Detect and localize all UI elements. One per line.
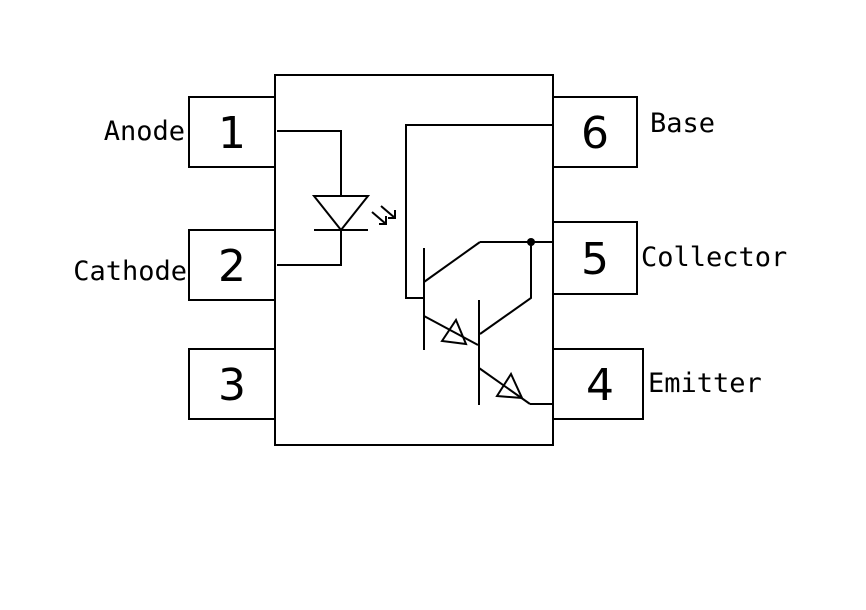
pin-1-number: 1 (218, 108, 246, 159)
pin-6-label: Base (650, 108, 715, 139)
pin-3-box (188, 348, 276, 420)
pin-1-box (188, 96, 276, 168)
pin-3-number: 3 (218, 360, 246, 411)
pin-4-label: Emitter (648, 368, 762, 399)
cathode-wire (277, 230, 342, 266)
phototransistor-icon (423, 241, 481, 350)
pin-2-box (188, 229, 276, 301)
collector-junction-dot (527, 238, 535, 246)
pin-2-label: Cathode (73, 256, 187, 287)
pin-5-number: 5 (581, 234, 609, 285)
light-emission-arrows-icon (371, 205, 396, 225)
pin-1-label: Anode (104, 116, 185, 147)
pin-5-label: Collector (641, 242, 787, 273)
output-transistor-icon (478, 300, 531, 405)
led-diode-icon (311, 195, 371, 232)
pin-6-number: 6 (581, 108, 609, 159)
pin-5-box (552, 221, 638, 295)
pin-2-number: 2 (218, 241, 246, 292)
collector-tap-wire (479, 242, 532, 335)
pin-6-box (552, 96, 638, 168)
base-wire (405, 124, 553, 299)
ic-package-body (274, 74, 554, 446)
pin-4-number: 4 (586, 360, 614, 411)
pin-4-box (552, 348, 644, 420)
anode-wire (277, 130, 342, 196)
